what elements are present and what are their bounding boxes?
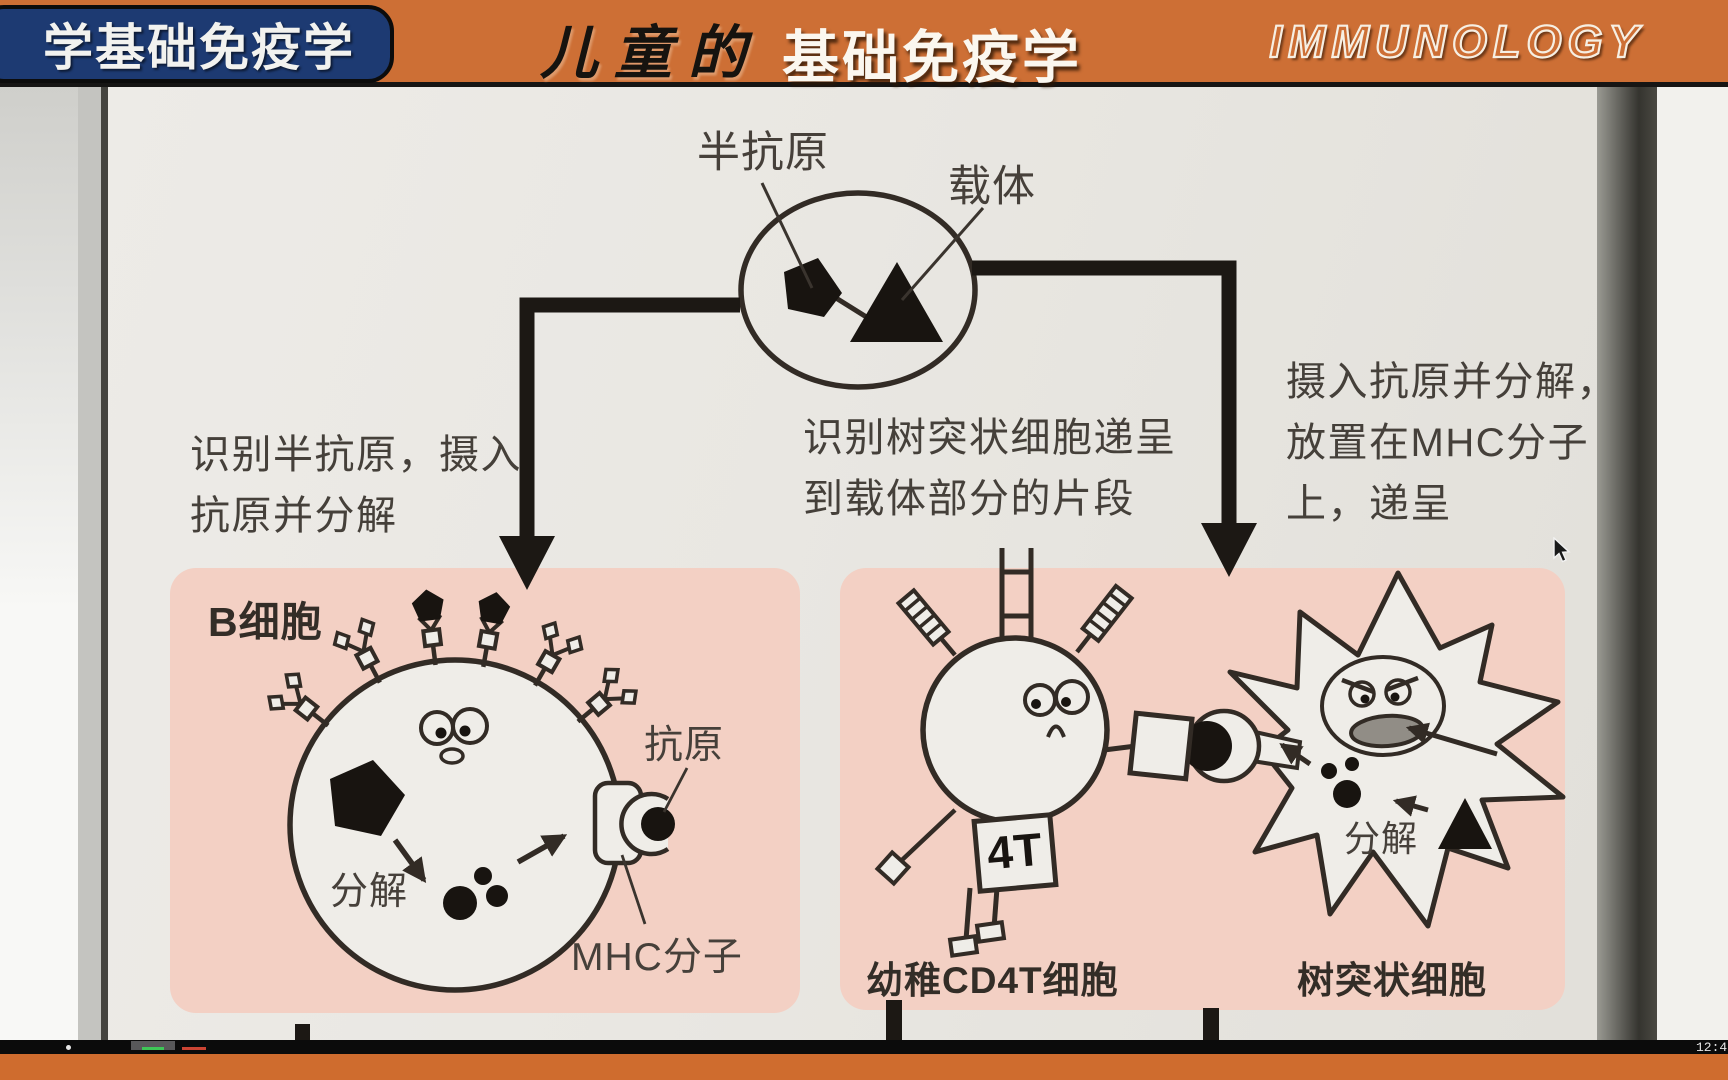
b-cell <box>264 588 689 993</box>
title-english-text: IMMUNOLOGY <box>1268 15 1645 68</box>
hapten-label: 半抗原 <box>697 129 829 177</box>
branch-arrow-right <box>972 260 1257 577</box>
player-timestamp: 12:4 <box>1696 1040 1728 1054</box>
page-left-margin <box>78 87 101 1040</box>
mhc-leader-line <box>620 854 647 925</box>
channel-badge: 学基础免疫学 <box>0 5 394 83</box>
channel-badge-text: 学基础免疫学 <box>43 20 355 76</box>
note-left: 识别半抗原，摄入 抗原并分解 <box>190 433 522 538</box>
t-cell-mouth <box>1046 724 1066 738</box>
t-cell-4t-text: 4T <box>984 822 1046 880</box>
title-script-text: 儿童的 <box>540 19 763 87</box>
continuation-arrow-stub <box>1203 1008 1219 1042</box>
antigen-label: 抗原 <box>644 724 725 767</box>
continuation-arrow-stub <box>295 1024 310 1042</box>
dendritic-cell <box>1127 570 1566 929</box>
present-arrow <box>516 833 568 865</box>
antigen-leader-line <box>662 767 689 813</box>
mouse-cursor <box>1553 537 1571 563</box>
hapten-leader-line <box>760 182 814 289</box>
t-cell-label: 幼稚CD4T细胞 <box>866 960 1119 1001</box>
mhc-label: MHC分子 <box>571 936 743 979</box>
dc-decompose-label: 分解 <box>1344 818 1419 859</box>
presented-fragment-dot <box>1182 721 1232 771</box>
title-main-text: 基础免疫学 <box>782 26 1082 90</box>
b-cell-title: B细胞 <box>208 599 323 645</box>
player-progress-bar[interactable] <box>0 1040 1728 1054</box>
b-cell-mouth <box>439 747 465 765</box>
b-cell-eye <box>451 707 489 745</box>
footer-orange-bar <box>0 1054 1728 1080</box>
decompose-arrow <box>392 838 427 883</box>
page-left-edge-line <box>101 87 108 1040</box>
desk-left <box>0 87 78 1040</box>
book-spine-shadow <box>1597 87 1657 1040</box>
player-dot <box>66 1045 71 1050</box>
note-middle: 识别树突状细胞递呈 到载体部分的片段 <box>803 416 1177 521</box>
player-thumb[interactable] <box>131 1041 175 1050</box>
b-cell-eye <box>419 710 455 746</box>
carrier-label: 载体 <box>948 163 1036 211</box>
presented-antigen-dot <box>641 807 675 841</box>
carrier-triangle <box>850 262 943 342</box>
ingested-carrier-triangle <box>1438 798 1492 849</box>
player-mark-red <box>182 1047 206 1050</box>
continuation-arrow-stub <box>886 1000 902 1042</box>
hapten-carrier-conjugate <box>738 182 985 390</box>
player-buffer-green <box>142 1047 164 1050</box>
b-cell-decompose-label: 分解 <box>330 871 409 913</box>
b-cell-mhc-complex <box>592 780 675 866</box>
tcr-receptor <box>1127 710 1195 782</box>
branch-arrow-left <box>499 297 740 590</box>
ingested-hapten-pentagon <box>330 760 405 836</box>
t-cell-4t-sign <box>971 812 1059 894</box>
desk-right <box>1657 87 1728 1040</box>
cd4-t-cell <box>874 548 1137 958</box>
note-right: 摄入抗原并分解， 放置在MHC分子 上，递呈 <box>1286 360 1618 526</box>
carrier-leader-line <box>900 207 985 301</box>
video-header-bar: 学基础免疫学 <box>0 0 1728 87</box>
dendritic-cell-label: 树突状细胞 <box>1297 960 1487 1001</box>
